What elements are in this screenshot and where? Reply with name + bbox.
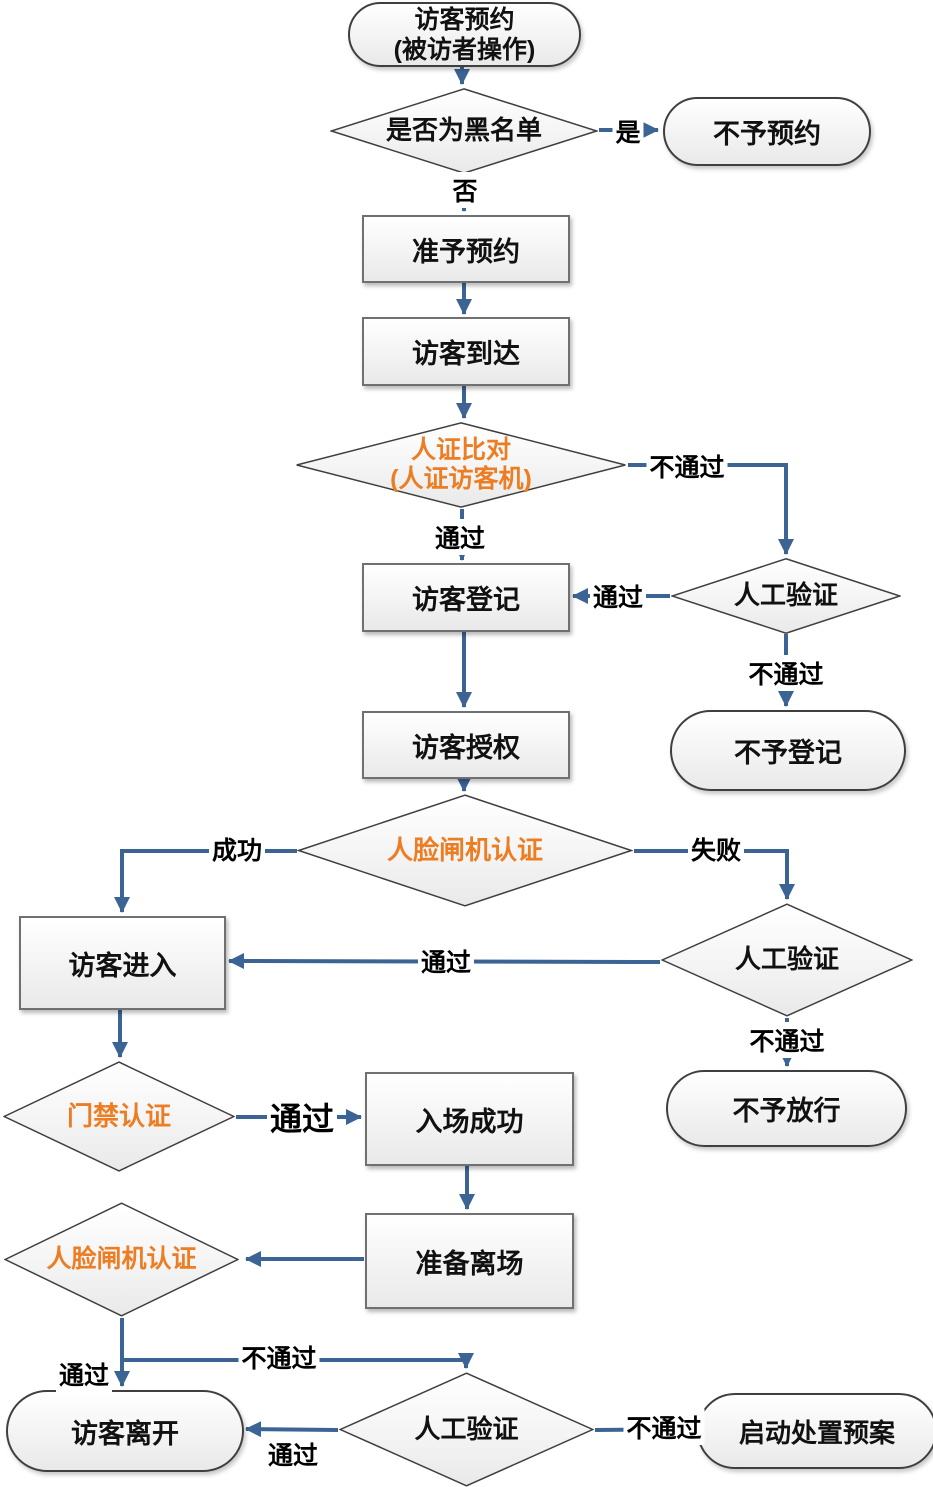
node-visitor-authorize-label: 访客授权 [412, 732, 520, 763]
edge-exitgate-fail [122, 1353, 474, 1369]
decision-face-gate-auth-label: 人脸闸机认证 [386, 834, 543, 865]
decision-access-auth: 门禁认证 [3, 1061, 235, 1172]
edge-label-exit-pass: 通过 [55, 1356, 113, 1392]
edge-label-yes: 是 [612, 113, 644, 149]
decision-manual-verify-2: 人工验证 [661, 903, 913, 1017]
node-visitor-authorize: 访客授权 [362, 711, 570, 779]
edge-label-mv3-fail: 不通过 [623, 1409, 705, 1445]
node-visitor-register-label: 访客登记 [412, 585, 520, 615]
node-visitor-reservation-line1: 访客预约 [414, 5, 515, 34]
node-no-register: 不予登记 [670, 710, 906, 791]
decision-manual-verify-3-label: 人工验证 [414, 1413, 519, 1444]
edge-label-mv2-fail: 不通过 [746, 1022, 828, 1058]
decision-face-gate-auth: 人脸闸机认证 [297, 794, 633, 907]
edge-label-fg-success: 成功 [208, 831, 266, 867]
node-visitor-arrival: 访客到达 [362, 317, 570, 386]
edge-label-mv2-pass: 通过 [417, 943, 475, 979]
node-no-register-label: 不予登记 [734, 738, 842, 768]
node-visitor-leave-label: 访客离开 [71, 1418, 179, 1449]
node-visitor-arrival-label: 访客到达 [412, 339, 520, 369]
node-visitor-enter: 访客进入 [19, 916, 226, 1010]
diamond-shape [671, 558, 901, 634]
decision-id-compare: 人证比对 (人证访客机) [295, 422, 627, 508]
node-no-release-label: 不予放行 [732, 1096, 841, 1126]
decision-blacklist-check-label: 是否为黑名单 [385, 115, 542, 146]
edge-label-mv3-pass: 通过 [264, 1436, 322, 1472]
diamond-shape [295, 422, 627, 508]
edge-label-mv1-pass: 通过 [589, 578, 647, 614]
decision-manual-verify-1: 人工验证 [671, 558, 901, 634]
decision-access-auth-label: 门禁认证 [66, 1100, 171, 1131]
edge-label-id-pass: 通过 [431, 519, 489, 555]
node-emergency-plan-label: 启动处置预案 [738, 1417, 895, 1448]
node-approve-reservation: 准予预约 [362, 215, 570, 283]
node-visitor-enter-label: 访客进入 [68, 950, 177, 981]
decision-manual-verify-2-label: 人工验证 [734, 944, 839, 975]
node-emergency-plan: 启动处置预案 [697, 1393, 933, 1469]
node-prepare-leave-label: 准备离场 [415, 1248, 524, 1279]
decision-manual-verify-3: 人工验证 [339, 1372, 594, 1487]
node-no-reservation-label: 不予预约 [713, 119, 821, 149]
edge-label-no: 否 [449, 172, 481, 208]
node-visitor-reservation: 访客预约 (被访者操作) [348, 2, 581, 67]
node-visitor-leave: 访客离开 [6, 1390, 244, 1472]
edge-label-mv1-fail: 不通过 [745, 655, 827, 691]
decision-manual-verify-1-label: 人工验证 [733, 580, 838, 611]
diamond-shape [3, 1061, 235, 1172]
diamond-shape [661, 903, 913, 1017]
node-entry-success: 入场成功 [365, 1072, 574, 1166]
node-visitor-register: 访客登记 [362, 563, 570, 632]
node-approve-reservation-label: 准予预约 [412, 236, 520, 267]
decision-id-compare-line2: (人证访客机) [390, 465, 532, 493]
edge-facegate-fail [634, 849, 795, 900]
diamond-shape [297, 794, 633, 907]
edge-label-id-fail: 不通过 [646, 448, 728, 484]
node-entry-success-label: 入场成功 [415, 1106, 524, 1137]
node-no-reservation: 不予预约 [663, 97, 871, 166]
diamond-shape [4, 1202, 239, 1317]
decision-exit-face-gate-auth-label: 人脸闸机认证 [46, 1245, 197, 1274]
edge-label-access-pass: 通过 [266, 1094, 338, 1140]
node-no-release: 不予放行 [666, 1070, 907, 1147]
edge-label-exit-fail: 不通过 [238, 1339, 320, 1375]
edge-label-fg-fail: 失败 [687, 831, 745, 867]
decision-blacklist-check: 是否为黑名单 [330, 88, 598, 174]
edge-mv3-pass [245, 1421, 339, 1438]
node-visitor-reservation-line2: (被访者操作) [393, 35, 536, 64]
node-prepare-leave: 准备离场 [365, 1213, 574, 1309]
decision-id-compare-line1: 人证比对 [410, 436, 511, 465]
decision-exit-face-gate-auth: 人脸闸机认证 [4, 1202, 239, 1317]
